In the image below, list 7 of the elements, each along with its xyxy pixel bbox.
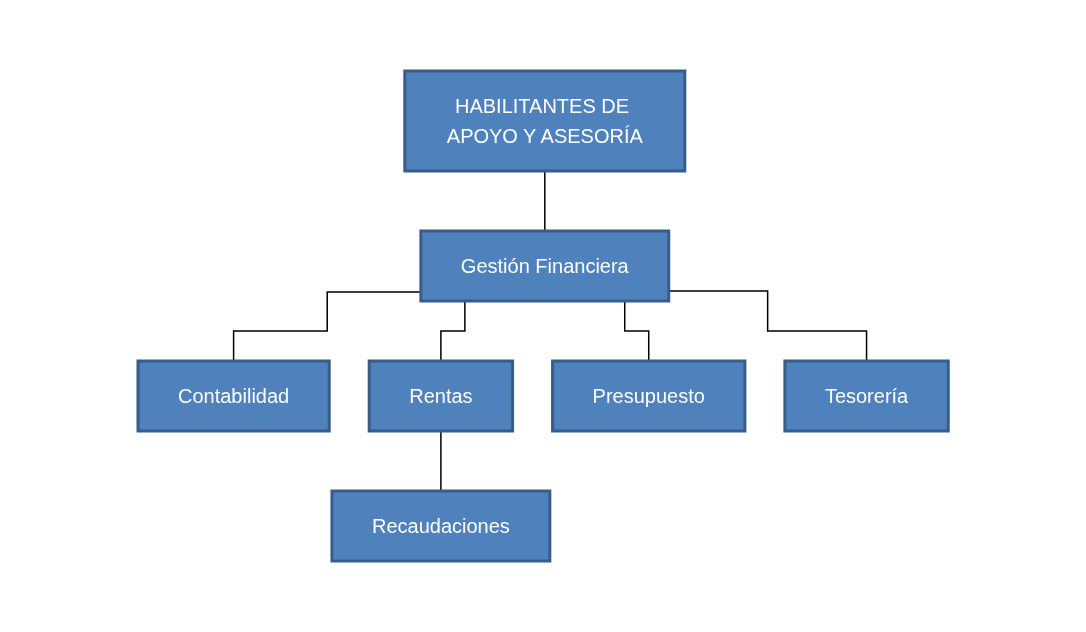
- node-box: Gestión Financiera: [419, 229, 671, 303]
- node-box: Rentas: [367, 359, 514, 433]
- node-box: Recaudaciones: [330, 489, 552, 563]
- node-box: Contabilidad: [136, 359, 331, 433]
- node-box: Tesorería: [783, 359, 950, 433]
- node-box: HABILITANTES DE APOYO Y ASESORÍA: [403, 69, 687, 173]
- node-box: Presupuesto: [550, 359, 747, 433]
